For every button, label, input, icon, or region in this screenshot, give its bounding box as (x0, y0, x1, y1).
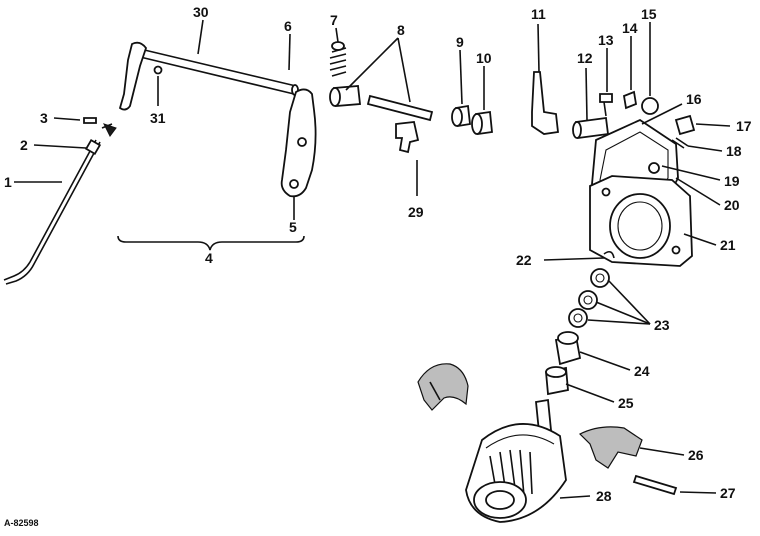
part-29-clip (395, 121, 420, 154)
callout-31: 31 (150, 110, 166, 126)
callout-22: 22 (516, 252, 532, 268)
part-8-pin (366, 94, 434, 122)
part-9-bushing (451, 104, 471, 128)
callout-6: 6 (284, 18, 292, 34)
callout-7: 7 (330, 12, 338, 28)
part-1-rod (3, 139, 101, 285)
part-21-gasket (589, 175, 693, 267)
part-8-bushing (329, 85, 361, 107)
flyweight-left (417, 363, 469, 411)
part-31-arm (118, 41, 163, 111)
callout-24: 24 (634, 363, 650, 379)
callout-28: 28 (596, 488, 612, 504)
part-5-lever (280, 88, 317, 198)
drawing-code: A-82598 (4, 518, 39, 528)
callout-numbers: 1 2 3 30 31 6 5 4 7 8 29 9 10 11 12 13 1… (4, 4, 752, 504)
callout-12: 12 (577, 50, 593, 66)
callout-2: 2 (20, 137, 28, 153)
part-17-plug (674, 114, 696, 136)
part-2-clevis (84, 138, 102, 156)
callout-27: 27 (720, 485, 736, 501)
callout-26: 26 (688, 447, 704, 463)
part-7-spring (329, 41, 347, 77)
callout-17: 17 (736, 118, 752, 134)
part-26-flyweight (578, 426, 643, 469)
part-14-stud (622, 90, 638, 110)
callout-10: 10 (476, 50, 492, 66)
callout-19: 19 (724, 173, 740, 189)
part-18-spring (671, 137, 689, 149)
callout-21: 21 (720, 237, 736, 253)
callout-18: 18 (726, 143, 742, 159)
part-15-washer (641, 97, 659, 115)
part-4-bracket (117, 235, 305, 251)
callout-29: 29 (408, 204, 424, 220)
part-28-gear-assembly (465, 398, 567, 523)
part-22-snap-ring (603, 250, 615, 259)
callout-5: 5 (289, 219, 297, 235)
part-30-shaft (135, 47, 299, 96)
callout-23: 23 (654, 317, 670, 333)
callout-11: 11 (531, 6, 546, 22)
part-27-pin (632, 474, 678, 496)
callout-25: 25 (618, 395, 634, 411)
callout-8: 8 (397, 22, 405, 38)
part-12-shaft (572, 116, 610, 140)
part-25-collar (545, 366, 569, 396)
callout-14: 14 (622, 20, 638, 36)
part-23-bearing-set (568, 268, 610, 328)
callout-20: 20 (724, 197, 740, 213)
callout-16: 16 (686, 91, 702, 107)
leader-lines (14, 19, 731, 499)
callout-15: 15 (641, 6, 657, 22)
part-13-screw (599, 93, 613, 117)
callout-4: 4 (205, 250, 213, 266)
callout-9: 9 (456, 34, 464, 50)
part-3-pin (83, 117, 117, 137)
callout-13: 13 (598, 32, 614, 48)
callout-30: 30 (193, 4, 209, 20)
callout-3: 3 (40, 110, 48, 126)
part-24-sleeve (554, 331, 582, 366)
callout-1: 1 (4, 174, 12, 190)
part-10-bushing (471, 110, 493, 136)
part-11-lever (531, 71, 559, 135)
